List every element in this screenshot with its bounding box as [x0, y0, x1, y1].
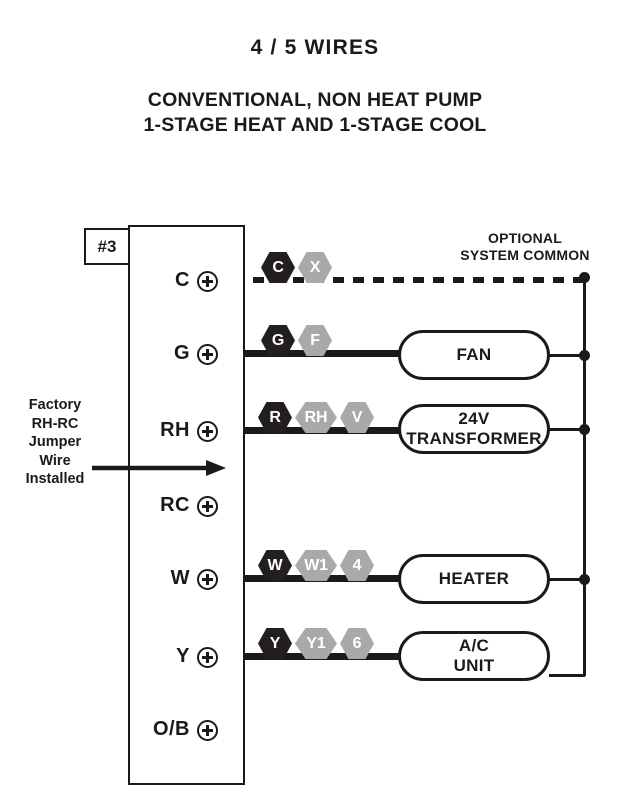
wire-c	[213, 277, 585, 283]
thermostat-terminal-block	[128, 225, 245, 785]
junction-dot-heater	[579, 574, 590, 585]
terminal-screw-y[interactable]	[197, 647, 218, 668]
optional-system-common-line2: SYSTEM COMMON	[460, 247, 590, 263]
factory-jumper-note-line1: Factory	[28, 397, 82, 413]
junction-dot-fan	[579, 350, 590, 361]
equipment-label-heater: HEATER	[438, 569, 510, 588]
equipment-label-transformer-line1: 24V	[458, 409, 490, 428]
equipment-box-heater: HEATER	[398, 554, 550, 604]
equipment-box-transformer: 24V TRANSFORMER	[398, 404, 550, 454]
optional-system-common-note: OPTIONAL SYSTEM COMMON	[430, 230, 620, 264]
common-bus-vertical	[583, 280, 586, 676]
diagram-subtitle: CONVENTIONAL, NON HEAT PUMP 1-STAGE HEAT…	[0, 88, 630, 138]
wire-chip-w-alt-4: 4	[340, 550, 374, 581]
junction-dot-common	[579, 272, 590, 283]
diagram-subtitle-line1: CONVENTIONAL, NON HEAT PUMP	[147, 89, 483, 111]
wire-chip-y-alt-y1: Y1	[295, 628, 337, 659]
factory-jumper-note-line4: Wire	[39, 452, 71, 469]
terminal-screw-rc[interactable]	[197, 496, 218, 517]
junction-dot-transformer	[579, 424, 590, 435]
terminal-screw-g[interactable]	[197, 344, 218, 365]
terminal-label-c: C	[175, 269, 190, 291]
common-bus-branch-fan	[549, 354, 585, 357]
terminal-label-w: W	[170, 567, 190, 589]
equipment-label-ac-line2: UNIT	[453, 656, 495, 675]
terminal-screw-w[interactable]	[197, 569, 218, 590]
wire-chip-y-alt-6: 6	[340, 628, 374, 659]
equipment-label-transformer-line2: TRANSFORMER	[406, 429, 542, 448]
terminal-label-y: Y	[176, 645, 190, 667]
equipment-label-ac-line1: A/C	[458, 636, 490, 655]
terminal-screw-rh[interactable]	[197, 421, 218, 442]
terminal-block-tag: #3	[84, 228, 130, 265]
common-bus-branch-ac	[549, 674, 585, 677]
factory-jumper-note-line5: Installed	[25, 471, 85, 487]
equipment-label-transformer: 24V TRANSFORMER	[406, 409, 542, 449]
factory-jumper-note-line3: Jumper	[28, 434, 82, 450]
terminal-label-rc: RC	[160, 494, 190, 516]
optional-system-common-line1: OPTIONAL	[488, 230, 562, 246]
wire-chip-w-primary: W	[258, 550, 292, 581]
terminal-label-rh: RH	[160, 419, 190, 441]
common-bus-branch-heater	[549, 578, 585, 581]
terminal-screw-ob[interactable]	[197, 720, 218, 741]
equipment-label-ac: A/C UNIT	[454, 636, 495, 676]
wire-chip-w-alt-w1: W1	[295, 550, 337, 581]
terminal-screw-c[interactable]	[197, 271, 218, 292]
factory-jumper-note: Factory RH-RC Jumper Wire Installed	[0, 396, 110, 489]
common-bus-branch-transformer	[549, 428, 585, 431]
wire-chip-y-primary: Y	[258, 628, 292, 659]
terminal-label-ob: O/B	[152, 718, 190, 740]
factory-jumper-note-line2: RH-RC	[31, 415, 79, 432]
equipment-box-ac-unit: A/C UNIT	[398, 631, 550, 681]
diagram-subtitle-line2: 1-STAGE HEAT AND 1-STAGE COOL	[143, 114, 487, 136]
jumper-pointer-arrow	[92, 460, 226, 476]
equipment-label-fan: FAN	[456, 345, 492, 364]
equipment-box-fan: FAN	[398, 330, 550, 380]
terminal-label-g: G	[173, 342, 190, 364]
diagram-title: 4 / 5 WIRES	[250, 36, 380, 59]
